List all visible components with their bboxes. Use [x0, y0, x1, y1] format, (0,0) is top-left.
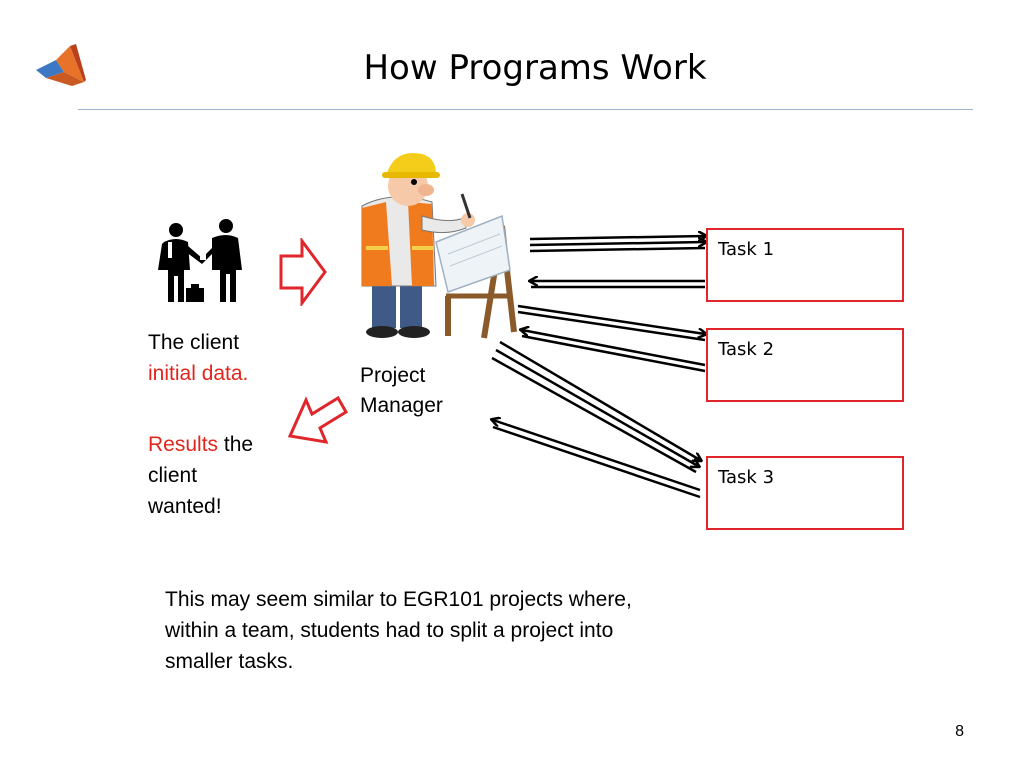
arrow-to-task-2 — [517, 304, 705, 342]
arrow-to-task-3 — [491, 340, 700, 474]
right-arrow-icon — [279, 238, 327, 306]
arrow-from-task-1 — [531, 281, 705, 289]
client-text-line2: initial data. — [148, 362, 249, 385]
manager-label: Project Manager — [360, 361, 443, 421]
results-rest: the — [218, 433, 254, 456]
note-line3: smaller tasks. — [165, 650, 294, 673]
note-line1: This may seem similar to EGR101 projects… — [165, 588, 632, 611]
arrow-from-task-2 — [522, 330, 706, 373]
note-text: This may seem similar to EGR101 projects… — [165, 584, 632, 677]
client-text: The client initial data. — [148, 327, 248, 389]
results-text-line3: wanted! — [148, 495, 222, 518]
results-text-line2: client — [148, 464, 198, 487]
arrow-to-task-1 — [529, 236, 705, 253]
title-divider — [78, 109, 973, 110]
arrow-from-task-3 — [493, 420, 701, 499]
manager-label-line2: Manager — [360, 394, 443, 417]
task-box-2: Task 2 — [706, 328, 904, 402]
results-text-line1: Results the — [148, 429, 253, 460]
handshake-businessmen-icon — [158, 219, 242, 302]
task-box-3: Task 3 — [706, 456, 904, 530]
matlab-logo-icon — [36, 44, 86, 86]
construction-manager-icon — [361, 152, 517, 339]
task-box-1: Task 1 — [706, 228, 904, 302]
results-text: Results the client wanted! — [148, 429, 253, 522]
manager-label-line1: Project — [360, 364, 426, 387]
left-arrow-icon — [287, 395, 349, 444]
page-number: 8 — [955, 723, 964, 740]
note-line2: within a team, students had to split a p… — [165, 619, 614, 642]
client-text-line1: The client — [148, 331, 240, 354]
task-label-2: Task 2 — [718, 339, 775, 360]
task-label-1: Task 1 — [718, 239, 775, 260]
results-word: Results — [148, 433, 219, 456]
task-label-3: Task 3 — [718, 467, 775, 488]
slide-title: How Programs Work — [363, 48, 707, 88]
